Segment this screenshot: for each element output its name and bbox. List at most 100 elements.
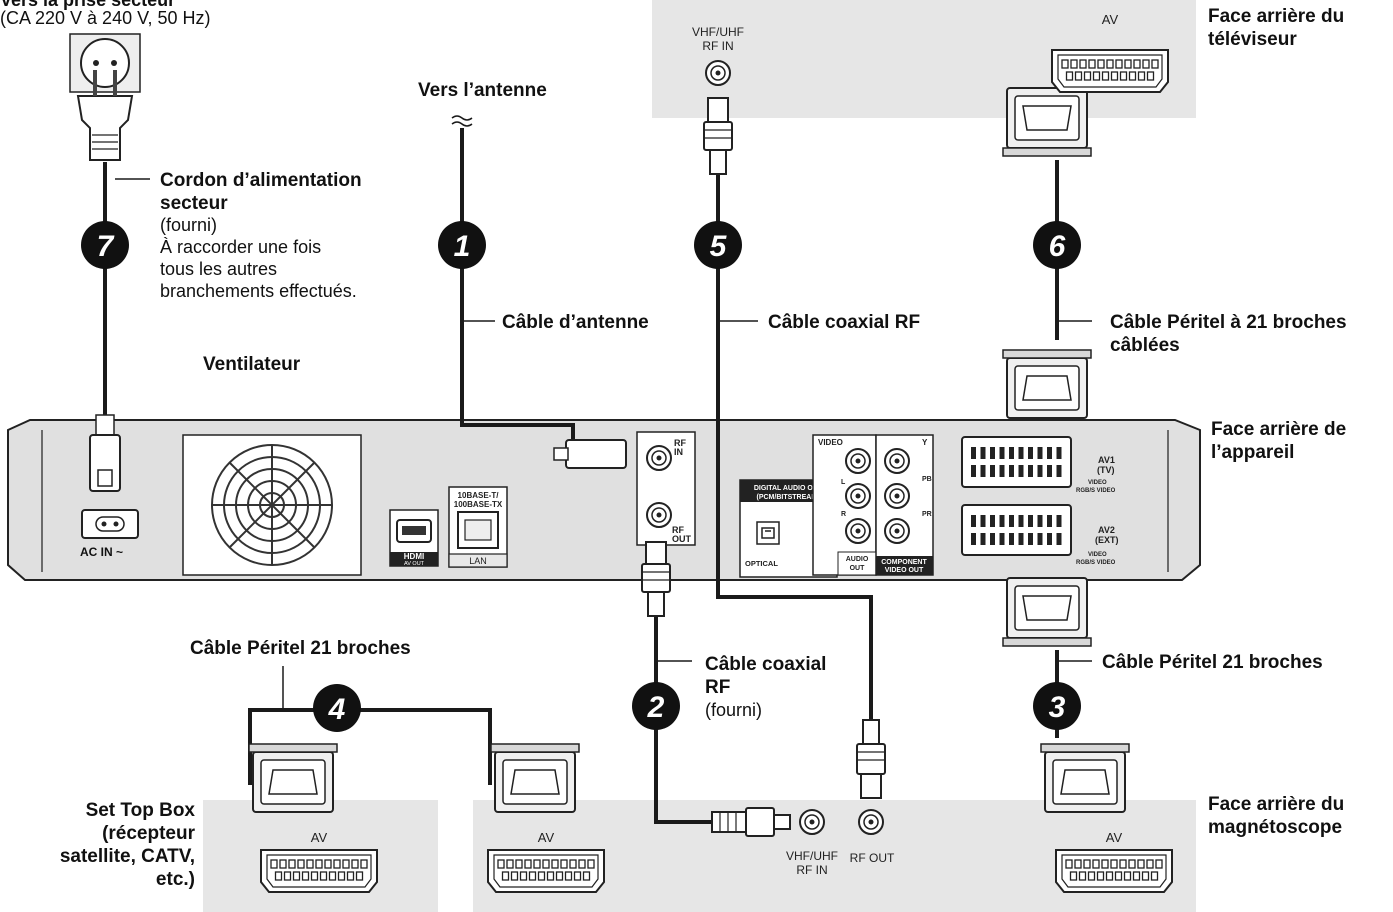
- scart-pin: [569, 859, 577, 869]
- unit-scart-pin: [990, 447, 995, 459]
- step-badge-5: 5: [694, 221, 742, 269]
- component-pb-label: PB: [922, 476, 932, 483]
- scart-pin: [1110, 71, 1119, 81]
- audio-r-label: R: [841, 511, 846, 518]
- scart-pin: [1146, 71, 1155, 81]
- scart-pin: [346, 871, 355, 881]
- power-cord-label-2: secteur: [160, 193, 228, 214]
- scart-pin: [1132, 871, 1141, 881]
- scart-pin: [315, 859, 323, 869]
- scart-pin: [533, 859, 541, 869]
- vcr-av-scart-socket: [487, 849, 605, 893]
- scart-pin: [1069, 871, 1078, 881]
- scart-pin: [355, 871, 364, 881]
- step-badge-4: 4: [313, 684, 361, 732]
- scart-pin: [1083, 71, 1092, 81]
- scart-pin: [1092, 71, 1101, 81]
- unit-scart-pin: [1037, 465, 1043, 477]
- tv-av-label: AV: [1102, 12, 1119, 27]
- scart-pin: [283, 871, 292, 881]
- power-note-1: À raccorder une fois: [160, 237, 321, 257]
- component-pb-jack: [884, 483, 910, 509]
- coax-supplied-label-1: Câble coaxial: [705, 654, 826, 675]
- step-badge-7: 7: [81, 221, 129, 269]
- unit-rf-in-label-2: IN: [674, 447, 683, 457]
- unit-scart-pin: [1056, 447, 1062, 459]
- ac-in-socket: [81, 509, 139, 539]
- scart-pin: [497, 859, 505, 869]
- recorder-unit: AC IN ~ HDMI AV OUT 10BASE-T/ 100BASE-TX…: [7, 419, 1201, 581]
- stb-label-1: Set Top Box: [86, 800, 196, 821]
- step-badge-3: 3: [1033, 682, 1081, 730]
- av1-sub-label: (TV): [1097, 465, 1115, 475]
- unit-scart-pin: [1037, 447, 1043, 459]
- unit-scart-pin: [1009, 515, 1014, 527]
- scart-plug-6-tv: [1002, 87, 1092, 157]
- scart-pin: [587, 859, 595, 869]
- power-cord-label-1: Cordon d’alimentation: [160, 170, 362, 191]
- unit-scart-pin: [990, 465, 995, 477]
- step-badge-6: 6: [1033, 221, 1081, 269]
- scart-pin: [1110, 859, 1118, 869]
- scart-pin: [515, 859, 523, 869]
- scart-pin: [528, 871, 537, 881]
- scart-pin: [292, 871, 301, 881]
- unit-scart-pin: [1037, 515, 1043, 527]
- scart-pin: [524, 859, 532, 869]
- svg-text:4: 4: [328, 693, 346, 726]
- scart-pin: [288, 859, 296, 869]
- unit-scart-pin: [999, 533, 1005, 545]
- vcr-av-right-label: AV: [1106, 830, 1123, 845]
- scart-pin: [578, 859, 586, 869]
- scart-pin: [1087, 871, 1096, 881]
- vcr-av-label: AV: [538, 830, 555, 845]
- audio-out-label-1: AUDIO: [846, 556, 869, 563]
- scart-pin: [1101, 71, 1110, 81]
- stb-av-label: AV: [311, 830, 328, 845]
- vcr-rf-out-jack: [858, 809, 884, 835]
- video-out-jack: [845, 448, 871, 474]
- scart-pin: [555, 871, 564, 881]
- coax-supplied-label-2: RF: [705, 677, 730, 698]
- unit-scart-pin: [980, 465, 986, 477]
- coax-rf-cable-label: Câble coaxial RF: [768, 312, 920, 333]
- av2-sub-label: (EXT): [1095, 535, 1119, 545]
- scart-pin: [310, 871, 319, 881]
- scart-pin: [1150, 871, 1159, 881]
- stb-label-4: etc.): [156, 869, 195, 890]
- scart-pin: [301, 871, 310, 881]
- scart-pin: [560, 859, 568, 869]
- scart-pin: [1096, 871, 1105, 881]
- vcr-rf-out-plug: [856, 719, 886, 799]
- step-badges: 1 2 3 4 5 6 7: [81, 221, 1081, 732]
- component-y-label: Y: [922, 438, 928, 447]
- antenna-plug: [565, 439, 627, 469]
- scart-plug-6-unit: [1002, 349, 1092, 419]
- scart-pin: [1155, 859, 1163, 869]
- av1-video-label: VIDEO: [1088, 480, 1107, 486]
- unit-scart-pin: [980, 515, 986, 527]
- scart-pin: [1133, 59, 1141, 69]
- stb-label-3: satellite, CATV,: [60, 846, 195, 867]
- lan-label: LAN: [469, 556, 487, 566]
- component-pr-jack: [884, 518, 910, 544]
- unit-scart-pin: [980, 447, 986, 459]
- audio-l-jack: [845, 483, 871, 509]
- scart-pin: [1074, 859, 1082, 869]
- coax-supplied-label-3: (fourni): [705, 700, 762, 720]
- scart-pin: [582, 871, 591, 881]
- scart-pin: [1083, 859, 1091, 869]
- unit-rf-out-label-1: RF: [672, 525, 684, 535]
- hdmi-av-out-label: AV OUT: [404, 561, 425, 567]
- unit-scart-pin: [971, 465, 976, 477]
- lan-spec-line1: 10BASE-T/: [458, 491, 500, 500]
- tv-rf-in-label-1: VHF/UHF: [692, 25, 744, 39]
- scart-pin: [279, 859, 287, 869]
- unit-scart-pin: [1028, 533, 1033, 545]
- scart-pin: [537, 871, 546, 881]
- tv-back-label-2: téléviseur: [1208, 29, 1297, 50]
- av2-label: AV2: [1098, 525, 1115, 535]
- vcr-av-scart-socket-right: [1055, 849, 1173, 893]
- antenna-cable-label: Câble d’antenne: [502, 312, 649, 333]
